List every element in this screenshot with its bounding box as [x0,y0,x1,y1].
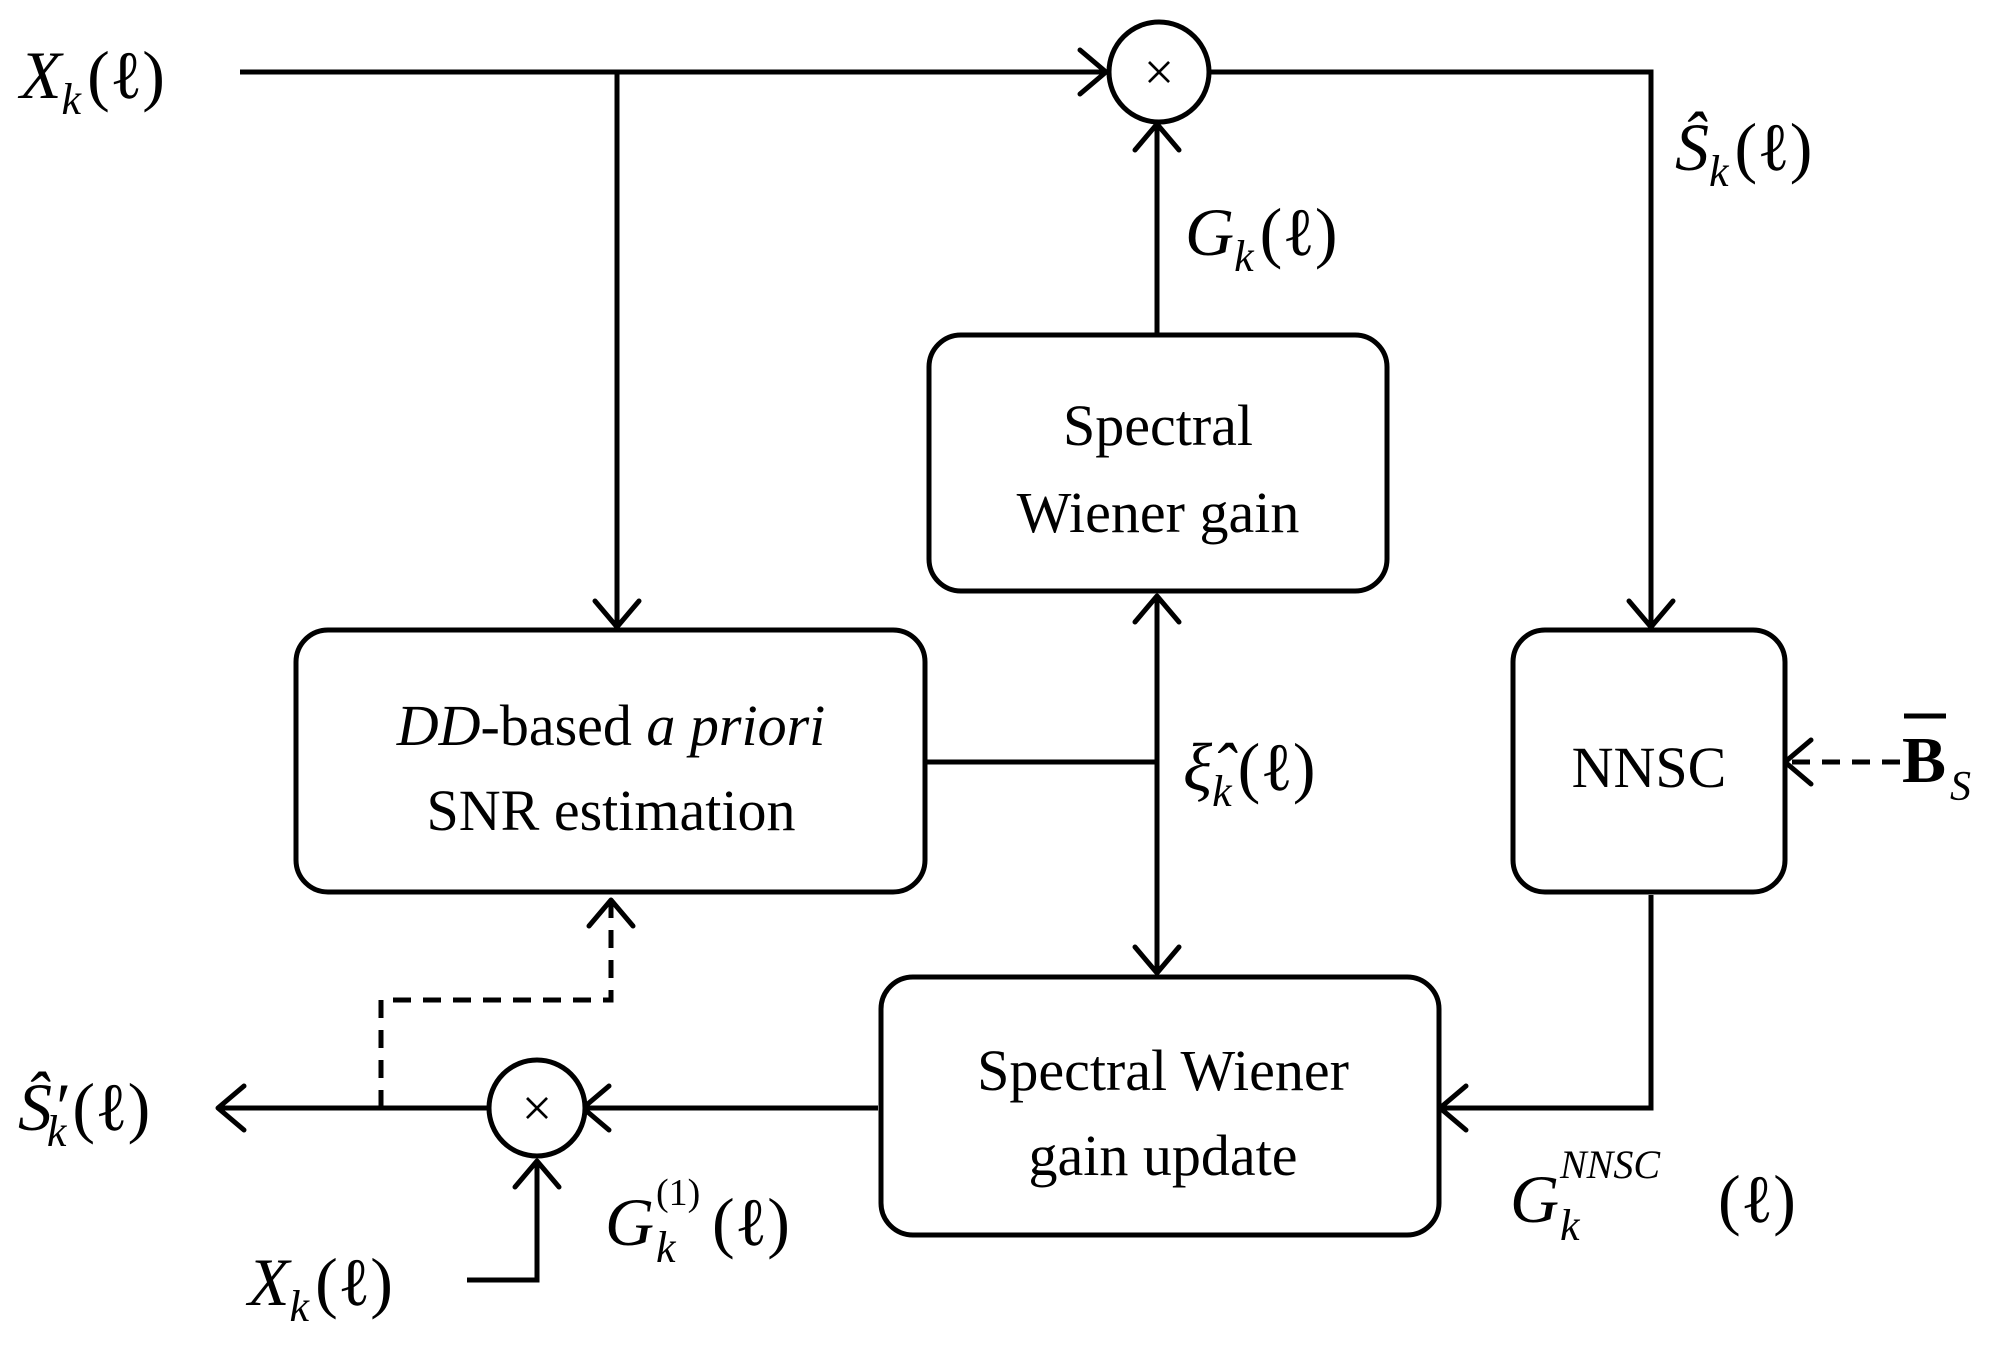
update-block-line1: Spectral Wiener [977,1038,1349,1103]
signal-g-nnsc: G NNSC k (ℓ) [1510,1142,1796,1250]
svg-text:B: B [1902,724,1946,797]
wire-feedback-to-dd-block [378,900,614,1108]
wiener-gain-update-block: Spectral Wiener gain update [878,974,1442,1238]
update-block-line2: gain update [1029,1123,1298,1188]
svg-text:(ℓ): (ℓ) [1718,1161,1796,1237]
nnsc-block: NNSC [1510,627,1788,895]
arrowhead [1626,598,1676,630]
signal-x-input-bottom: Xk(ℓ) [245,1244,393,1331]
svg-text:(ℓ): (ℓ) [712,1184,790,1260]
svg-text:NNSC: NNSC [1559,1142,1661,1187]
svg-text:(1): (1) [656,1172,700,1214]
arrowhead [215,1083,247,1133]
arrowhead [592,598,642,630]
arrowhead [586,897,636,929]
wire-multiplier-to-nnsc [1208,69,1654,627]
dd-snr-estimation-block: DD-based a priori SNR estimation [293,627,928,895]
bottom-multiplier: × [486,1057,588,1159]
svg-text:G: G [1510,1161,1559,1237]
svg-text:G: G [605,1184,654,1260]
multiply-icon: × [1144,42,1174,102]
spectral-wiener-gain-block: Spectral Wiener gain [926,332,1390,594]
wiener-block-line1: Spectral [1063,393,1253,458]
arrowhead [1132,944,1182,976]
dd-block-line2: SNR estimation [427,778,796,843]
wire-nnsc-to-update [1440,895,1654,1111]
arrowhead [512,1158,562,1190]
wiener-block-line2: Wiener gain [1017,480,1300,545]
signal-b-s: B S [1902,713,1971,810]
svg-text:S: S [1950,764,1971,810]
signal-s-hat: Ŝk(ℓ) [1675,109,1812,196]
signal-x-input-top: Xk(ℓ) [17,37,165,124]
svg-text:DD-based a priori: DD-based a priori [396,693,826,758]
signal-g-k: Gk(ℓ) [1185,194,1338,281]
signal-s-hat-prime: Ŝ′k(ℓ) [18,1069,150,1156]
nnsc-label: NNSC [1572,735,1727,800]
signal-g-1: G (1) k (ℓ) [605,1172,790,1272]
svg-text:k: k [656,1223,677,1272]
wire-bottom-input-to-multiplier [467,1161,540,1283]
arrowhead [1132,593,1182,625]
signal-xi-hat: ξ̂k(ℓ) [1183,729,1316,816]
svg-text:k: k [1560,1201,1581,1250]
top-multiplier: × [1106,19,1212,125]
multiply-icon: × [522,1078,552,1138]
arrowhead [1077,47,1109,97]
